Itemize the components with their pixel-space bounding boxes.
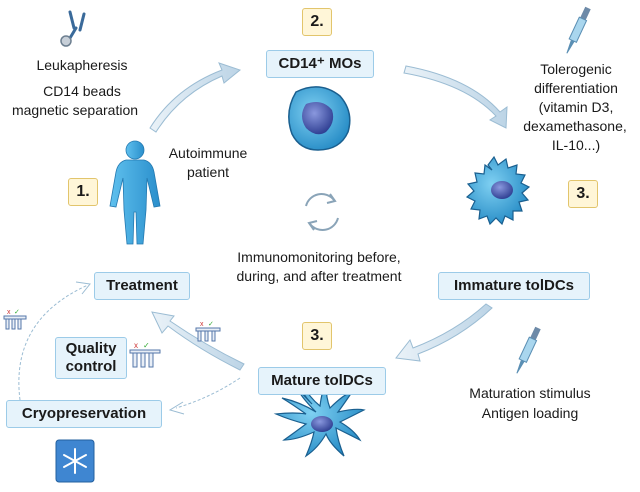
refresh-cycle-icon [305, 193, 339, 231]
arrow-mature-to-cryo [175, 377, 241, 409]
arrow-1-to-2 [149, 62, 242, 133]
patient-text: patient [186, 164, 230, 180]
differentiation-text: differentiation [534, 80, 618, 96]
leukapheresis-text: Leukapheresis [36, 57, 128, 73]
stage-immature-toldcs: Immature tolDCs [438, 272, 590, 300]
cd14-beads-text: CD14 beads [43, 83, 121, 99]
pipette-icon [566, 6, 591, 54]
step-2-badge: 2. [302, 8, 332, 36]
arrow-cryo-to-treatment [18, 284, 89, 401]
stage-treatment: Treatment [94, 272, 190, 300]
stage-cryopreservation: Cryopreservation [6, 400, 162, 428]
mature-dc-icon [273, 382, 366, 458]
svg-text:x: x [134, 341, 138, 350]
human-body-icon [109, 140, 161, 245]
quality-control-line1: Quality [65, 340, 117, 357]
stage-mature-toldcs: Mature tolDCs [258, 367, 386, 395]
stage-cd14-mos: CD14⁺ MOs [266, 50, 374, 78]
tolerogenic-text: Tolerogenic [540, 61, 612, 77]
monocyte-icon [288, 86, 351, 151]
vial-rack-icon: x ✓ [3, 309, 27, 330]
antigen-loading-text: Antigen loading [481, 405, 579, 421]
svg-text:x: x [200, 321, 204, 328]
vitamin-d3-text: (vitamin D3, [538, 99, 614, 115]
svg-text:x: x [7, 309, 11, 316]
arrow-2-to-3 [403, 65, 508, 129]
immature-dc-icon [465, 155, 531, 226]
pipette-icon [516, 326, 541, 374]
vial-rack-icon: x ✓ [129, 341, 161, 368]
stage-quality-control: Quality control [55, 337, 127, 379]
arrow-3-to-mature [395, 303, 493, 362]
dexamethasone-text: dexamethasone, [523, 118, 627, 134]
step-3-badge-center: 3. [302, 322, 332, 350]
svg-text:✓: ✓ [143, 341, 150, 350]
antibody-icon [60, 10, 86, 47]
svg-text:✓: ✓ [208, 321, 214, 328]
immunomonitoring-line1: Immunomonitoring before, [237, 249, 401, 265]
immunomonitoring-line2: during, and after treatment [236, 268, 402, 284]
svg-text:✓: ✓ [14, 309, 20, 316]
magnetic-separation-text: magnetic separation [11, 102, 139, 118]
autoimmune-text: Autoimmune [168, 145, 248, 161]
arrow-treatment-head [75, 281, 91, 295]
maturation-stimulus-text: Maturation stimulus [469, 385, 591, 401]
il10-text: IL-10...) [551, 137, 601, 153]
step-1-badge: 1. [68, 178, 98, 206]
quality-control-line2: control [65, 358, 117, 375]
step-3-badge-right: 3. [568, 180, 598, 208]
snowflake-freezer-icon [55, 439, 95, 483]
arrow-cryo-head [168, 401, 185, 415]
vial-rack-icon: x ✓ [195, 321, 221, 342]
